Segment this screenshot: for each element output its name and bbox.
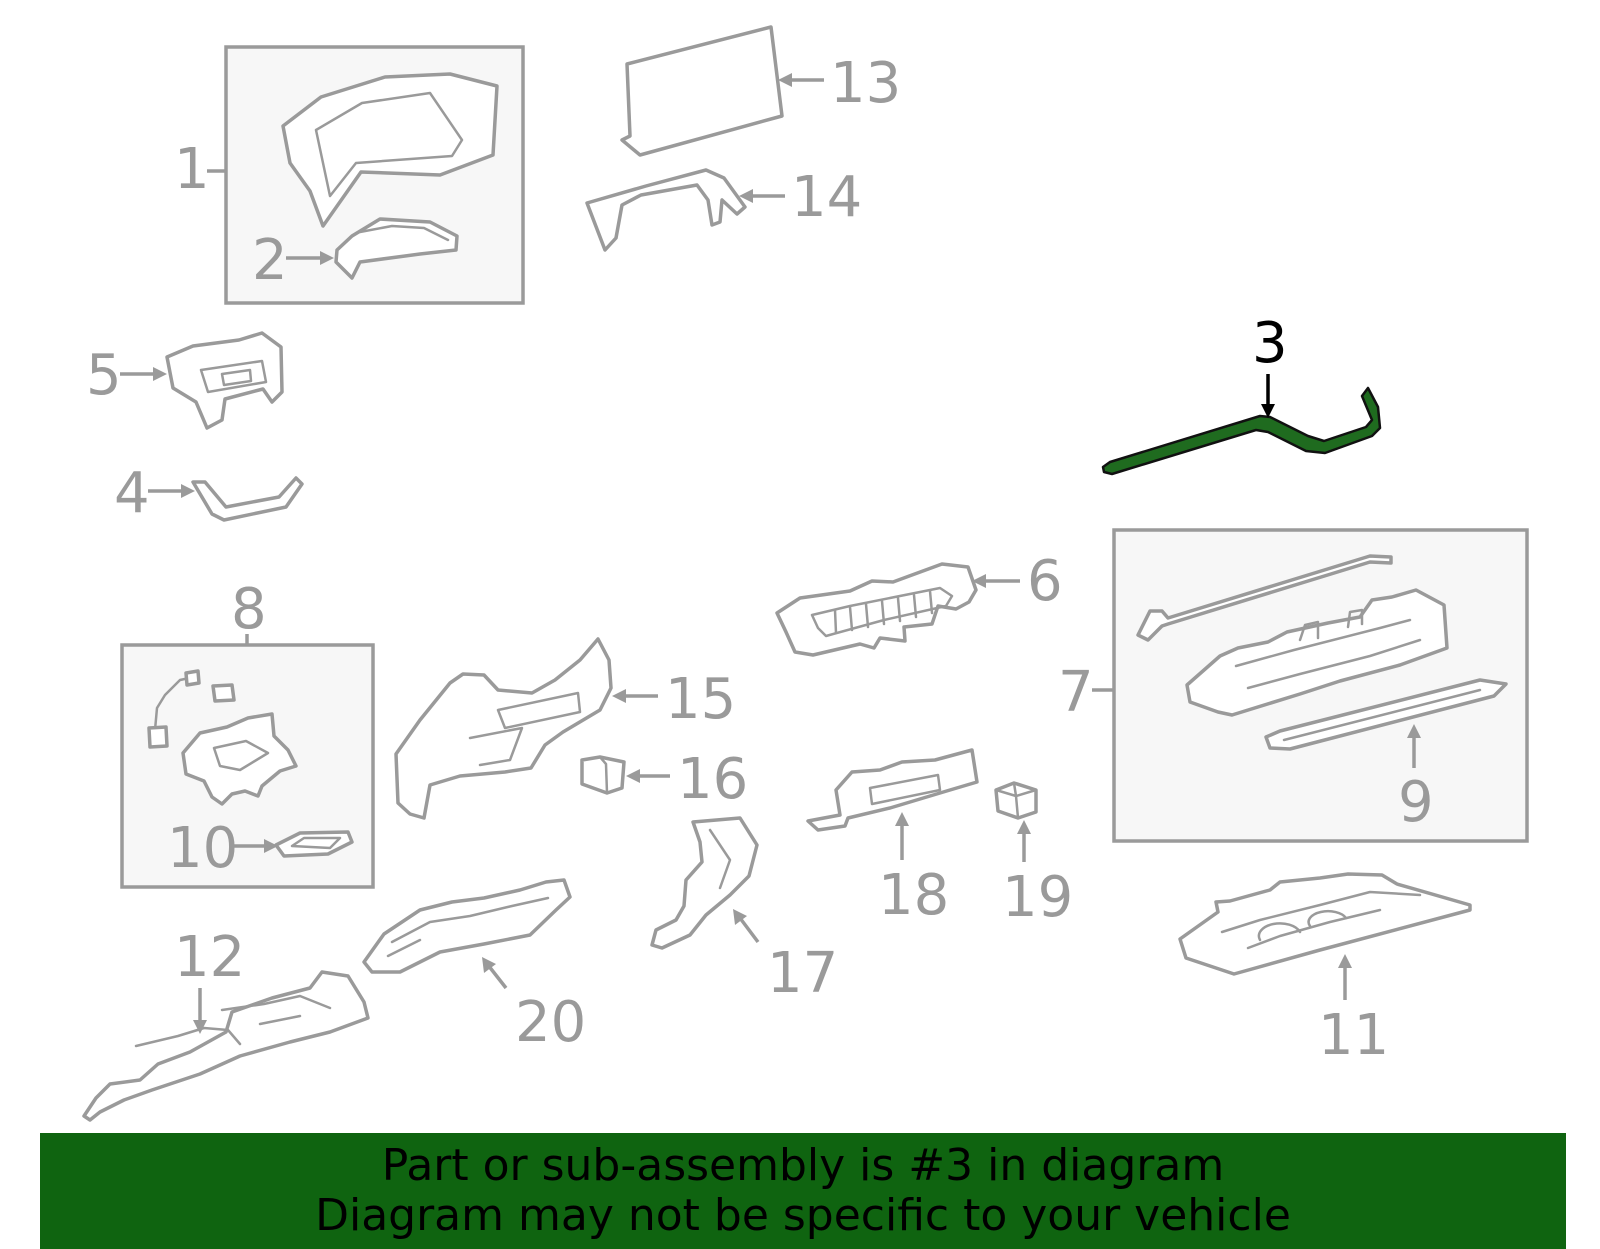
part-14-bezel [585,168,747,252]
svg-text:1: 1 [174,137,210,202]
svg-text:15: 15 [665,667,736,732]
svg-text:18: 18 [878,863,949,928]
part-6-vent [775,562,978,657]
svg-text:11: 11 [1318,1003,1389,1068]
part-20-lower-trim [362,878,572,974]
callout-8: 8 [231,577,267,645]
part-13-display [620,25,784,157]
part-12-lower-bracket [82,970,370,1122]
callout-9: 9 [1398,724,1434,835]
svg-text:13: 13 [830,51,901,116]
part-15-side-panel [394,637,613,820]
part-5-switch-housing [165,331,284,430]
svg-text:3: 3 [1252,311,1288,376]
info-banner: Part or sub-assembly is #3 in diagram Di… [40,1133,1566,1249]
svg-text:6: 6 [1027,549,1063,614]
banner-line-2: Diagram may not be specific to your vehi… [315,1190,1291,1241]
svg-text:9: 9 [1398,770,1434,835]
callout-7: 7 [1058,660,1114,725]
callout-2: 2 [252,228,334,293]
part-1-instrument-cluster [281,72,499,228]
callout-5: 5 [86,343,167,408]
callout-16: 16 [626,747,748,812]
part-7-upper-rod [1136,554,1393,642]
callout-15: 15 [612,667,736,732]
callout-13: 13 [778,51,901,116]
part-18-switch-panel [806,748,979,832]
part-8-switch-assembly [147,669,298,806]
svg-text:16: 16 [677,747,748,812]
part-9-trim [1264,678,1508,751]
part-10-button [274,830,354,858]
callout-18: 18 [878,812,949,928]
callout-3: 3 [1252,311,1288,418]
svg-text:10: 10 [167,816,238,881]
svg-text:7: 7 [1058,660,1094,725]
part-4-trim-strip [191,476,304,522]
banner-line-1: Part or sub-assembly is #3 in diagram [381,1140,1225,1191]
callout-1: 1 [174,137,226,202]
svg-text:12: 12 [174,925,245,990]
svg-text:19: 19 [1002,865,1073,930]
part-11-lower-panel [1178,872,1472,976]
callout-12: 12 [174,925,245,1034]
callout-17: 17 [733,909,838,1006]
svg-text:14: 14 [791,165,862,230]
callout-6: 6 [972,549,1063,614]
part-3-highlighted-strip [1101,386,1382,476]
callout-19: 19 [1002,820,1073,930]
svg-text:5: 5 [86,343,122,408]
callout-20: 20 [482,957,586,1055]
part-17-bracket [650,816,759,950]
svg-text:8: 8 [231,577,267,642]
svg-text:17: 17 [767,941,838,1006]
callout-14: 14 [739,165,862,230]
part-16-clip [580,755,626,795]
callout-10: 10 [167,816,278,881]
callout-11: 11 [1318,954,1389,1068]
part-7-panel [1185,588,1449,717]
part-19-clip [994,781,1038,820]
part-2-cluster-bracket [334,217,459,280]
svg-text:20: 20 [515,990,586,1055]
svg-text:2: 2 [252,228,288,293]
callout-4: 4 [114,461,195,526]
svg-text:4: 4 [114,461,150,526]
